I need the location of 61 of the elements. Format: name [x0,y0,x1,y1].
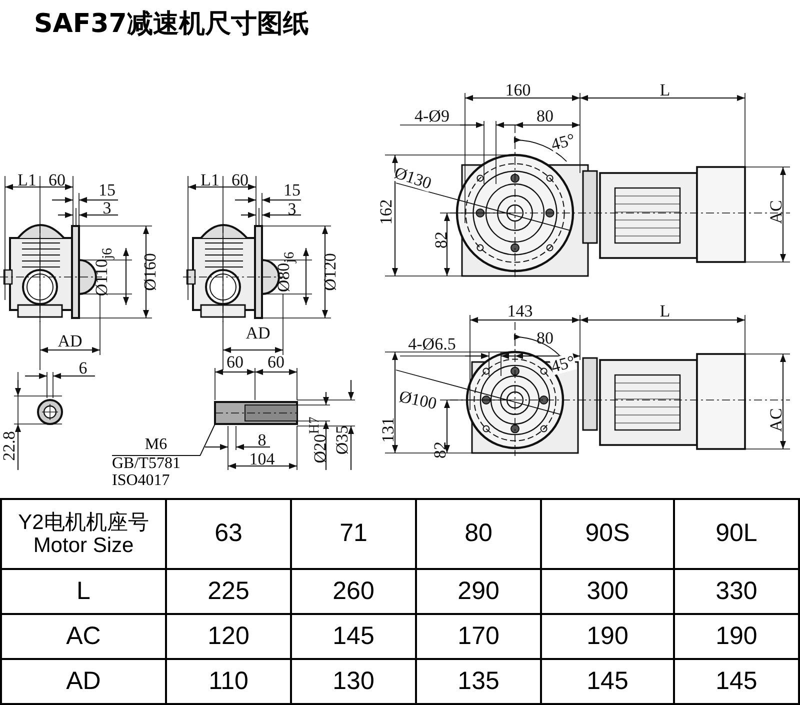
dimension-label: 60 [268,354,284,370]
header-cell: 90L [674,499,799,569]
header-cell: 90S [541,499,674,569]
dimension-label: AC [768,408,784,432]
dimension-label: 82 [432,442,448,458]
callout-text: M6 [112,437,200,456]
dimension-label: L1 [200,172,220,188]
table-cell: 225 [166,568,292,614]
callout-text: GB/T5781 [112,456,182,473]
dimension-label: 60 [226,354,244,370]
dimension-label: 8 [258,432,266,448]
table-cell: 110 [166,658,292,704]
dimension-label: 82 [432,232,450,248]
dimension-label: 131 [380,417,396,443]
header-cell: 71 [291,499,416,569]
callout-text: ISO4017 [112,472,171,490]
table-cell: 330 [674,568,799,614]
table-cell: 190 [541,614,674,659]
table-cell: 190 [674,614,799,659]
table-cell: 130 [291,658,416,704]
dimension-label: L [660,302,670,320]
table-cell: 290 [416,568,542,614]
dimension-label: L1 [18,172,36,188]
dimension-label: 60 [48,172,66,188]
dimension-label: 60 [232,172,248,188]
table-cell: L [1,568,166,614]
table-cell: 120 [166,614,292,659]
dimension-label: 3 [288,200,296,218]
dimension-label: 15 [98,182,116,198]
dimension-label: 4-Ø6.5 [408,336,456,352]
dimension-label: 15 [284,182,300,198]
dimension-label: 80 [536,330,554,346]
dimension-label: 162 [378,199,394,225]
dimension-label: 80 [536,108,554,124]
dimension-label: 6 [78,360,88,376]
table-cell: AC [1,614,166,659]
table-cell: AD [1,658,166,704]
dimension-label: AD [58,332,82,350]
title: SAF37减速机尺寸图纸 [34,8,309,41]
dimension-label: AD [246,324,270,342]
dimension-label: L [660,82,670,98]
header-cell: 80 [416,499,542,569]
table-cell: 135 [416,658,542,704]
dimension-label: 22.8 [0,431,18,461]
dimension-label: 160 [505,82,531,98]
table-cell: 145 [541,658,674,704]
table-cell: 145 [674,658,799,704]
table-cell: 300 [541,568,674,614]
table-cell: 170 [416,614,542,659]
leader-line [200,424,216,456]
header-cell: Y2电机机座号 Motor Size [1,499,166,569]
dimension-label: 3 [102,200,112,216]
shaft-drawing [214,401,298,425]
dimension-label: 143 [507,302,533,320]
dimension-label: 4-Ø9 [414,108,450,124]
table-cell: 145 [291,614,416,659]
table-cell: 260 [291,568,416,614]
dimension-label: AC [768,200,784,224]
dimension-label: Ø35 [334,425,350,455]
header-cell: 63 [166,499,292,569]
dimension-label: 104 [249,450,275,468]
